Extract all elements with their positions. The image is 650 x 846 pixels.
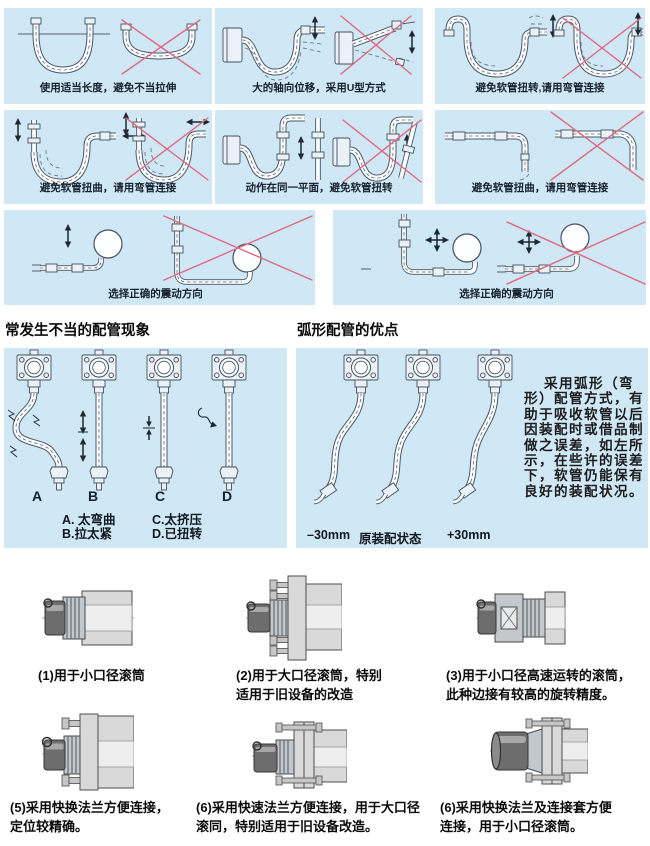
connection-caption-5: (5)采用快换法兰方便连接， 定位较精确。 — [10, 800, 169, 834]
bolt-icon — [61, 774, 81, 787]
red-cross-icon — [342, 119, 422, 183]
improper-hose-examples-diagram — [7, 349, 247, 491]
connection-drawing-6a — [252, 721, 347, 789]
guideline-panel-axial-displacement: 大的轴向位移，采用U型方式 — [215, 8, 423, 104]
bolt-icon — [275, 775, 323, 786]
flange-icon — [146, 349, 182, 394]
connection-drawing-2 — [246, 575, 342, 661]
bolt-icon — [269, 579, 289, 591]
connection-caption-3: (3)用于小口径高速运转的滚筒， 此种边接有较高的旋转精度。 — [446, 668, 631, 702]
hose-curl-icon — [43, 598, 53, 608]
guideline-panel-proper-length: 使用适当长度，避免不当拉伸 — [4, 8, 212, 104]
vibration-direction-diagram — [361, 214, 646, 285]
guideline-panel-same-plane: 动作在同一平面，避免软管扭转 — [215, 110, 423, 204]
panel-caption: 选择正确的震动方向 — [108, 288, 203, 300]
bolt-icon — [525, 772, 571, 783]
hose-curl-icon — [246, 601, 256, 611]
arrow-updown-icon — [122, 111, 130, 137]
twist-arrow-icon — [197, 407, 217, 428]
arc-hose-examples-diagram — [313, 349, 513, 505]
hose-end-fitting-icon — [219, 466, 239, 491]
red-cross-icon — [506, 221, 646, 285]
arrow-updown-icon — [14, 117, 22, 143]
hose-curl-icon — [252, 741, 262, 751]
u-hose-arrows-diagram — [14, 111, 211, 186]
item-label-b: B — [88, 488, 99, 504]
panel-caption: 避免软管扭曲，请用弯管连接 — [39, 182, 177, 194]
hose-curl-icon — [42, 736, 53, 748]
arrow-updown-icon — [297, 135, 305, 161]
item-label-c: C — [155, 488, 166, 504]
guideline-panel-avoid-twist: 避免软管扭转,请用弯管连接 — [435, 8, 645, 104]
red-cross-icon — [562, 17, 642, 79]
stress-marks-icon — [7, 409, 41, 458]
flange-icon — [81, 349, 117, 394]
panel-caption: 动作在同一平面，避免软管扭转 — [245, 182, 393, 194]
same-plane-diagram — [222, 114, 422, 183]
hose-end-face-icon — [490, 732, 502, 770]
panel-caption: 使用适当长度，避免不当拉伸 — [39, 82, 177, 94]
connection-drawing-5 — [42, 713, 134, 791]
improper-piping-heading: 常发生不当的配管现象 — [5, 323, 150, 339]
arrow-cross-icon — [425, 228, 449, 252]
bolt-icon — [525, 718, 571, 729]
bolt-icon — [269, 645, 289, 657]
state-label-minus30: –30mm — [307, 528, 351, 542]
flange-icon — [477, 349, 513, 394]
item-label-d: D — [222, 488, 233, 504]
improper-piping-panel: A B C D A. 太弯曲 B.拉太紧 C.太挤压 D.已扭转 — [4, 348, 287, 548]
guideline-panel-avoid-kink: 避免软管扭曲，请用弯管连接 — [4, 110, 212, 204]
flange-icon — [405, 349, 441, 394]
arc-piping-description: 采用弧形（弯 形）配管方式，有 助于吸收软管以后 因装配时或借品制 做之误差，如… — [524, 376, 644, 499]
flange-icon — [211, 349, 247, 394]
red-cross-icon — [163, 215, 313, 281]
tension-arrow-icon — [78, 409, 88, 463]
hose-curl-icon — [476, 599, 486, 609]
connection-caption-6b: (6)采用快换法兰及连接套方便 连接，用于小口径滚筒。 — [440, 800, 612, 834]
state-label-plus30: +30mm — [447, 528, 491, 542]
arrow-updown-icon — [408, 29, 416, 55]
connection-caption-1: (1)用于小口径滚筒 — [38, 668, 145, 683]
arc-piping-panel: –30mm 原装配状态 +30mm 采用弧形（弯 形）配管方式，有 助于吸收软管… — [296, 348, 648, 548]
guideline-panel-use-elbow: 避免软管扭曲，请用弯管连接 — [435, 110, 645, 204]
legend-d: D.已扭转 — [152, 527, 203, 541]
connection-caption-2: (2)用于大口径滚筒，特别 适用于旧设备的改造 — [236, 668, 382, 702]
hose-end-fitting-icon — [154, 466, 174, 491]
connection-drawing-6b — [490, 717, 588, 785]
guideline-panel-vibration-left: 选择正确的震动方向 — [4, 210, 315, 305]
panel-caption: 选择正确的震动方向 — [459, 288, 554, 300]
elbow-pipe-diagram — [445, 111, 644, 181]
bolt-icon — [61, 717, 81, 730]
flange-icon — [16, 349, 52, 394]
connection-caption-6a: (6)采用快速法兰方便连接，用于大口径 滚同，特别适用于旧设备改造。 — [196, 800, 420, 834]
arrow-cross-icon — [517, 230, 541, 254]
guideline-panel-vibration-right: 选择正确的震动方向 — [333, 210, 646, 305]
arrow-updown-icon — [64, 223, 72, 249]
connection-drawing-1 — [42, 590, 134, 646]
compression-arrow-icon — [143, 416, 155, 440]
red-cross-icon — [125, 117, 209, 181]
hose-length-diagram — [18, 17, 201, 75]
panel-caption: 避免软管扭转,请用弯管连接 — [475, 82, 605, 94]
red-cross-icon — [340, 15, 412, 75]
connection-drawing-3 — [476, 591, 566, 645]
panel-caption: 避免软管扭曲，请用弯管连接 — [471, 182, 609, 194]
legend-a: A. 太弯曲 — [62, 513, 116, 527]
hose-end-fitting-icon — [49, 466, 69, 491]
item-label-a: A — [32, 488, 43, 504]
flange-icon — [343, 349, 379, 394]
panel-caption: 大的轴向位移，采用U型方式 — [252, 82, 386, 94]
bearing-box-icon — [500, 606, 518, 630]
red-cross-icon — [121, 19, 201, 75]
bolt-icon — [275, 722, 323, 733]
arc-piping-heading: 弧形配管的优点 — [297, 323, 399, 339]
legend-c: C.太挤压 — [152, 513, 203, 527]
u-shape-diagram — [222, 15, 416, 81]
hose-end-fitting-icon — [89, 466, 109, 491]
vibration-direction-diagram — [32, 215, 313, 285]
hook-hose-diagram — [443, 11, 643, 79]
legend-b: B.拉太紧 — [62, 527, 113, 541]
state-label-original: 原装配状态 — [359, 532, 422, 546]
red-cross-icon — [550, 111, 644, 181]
